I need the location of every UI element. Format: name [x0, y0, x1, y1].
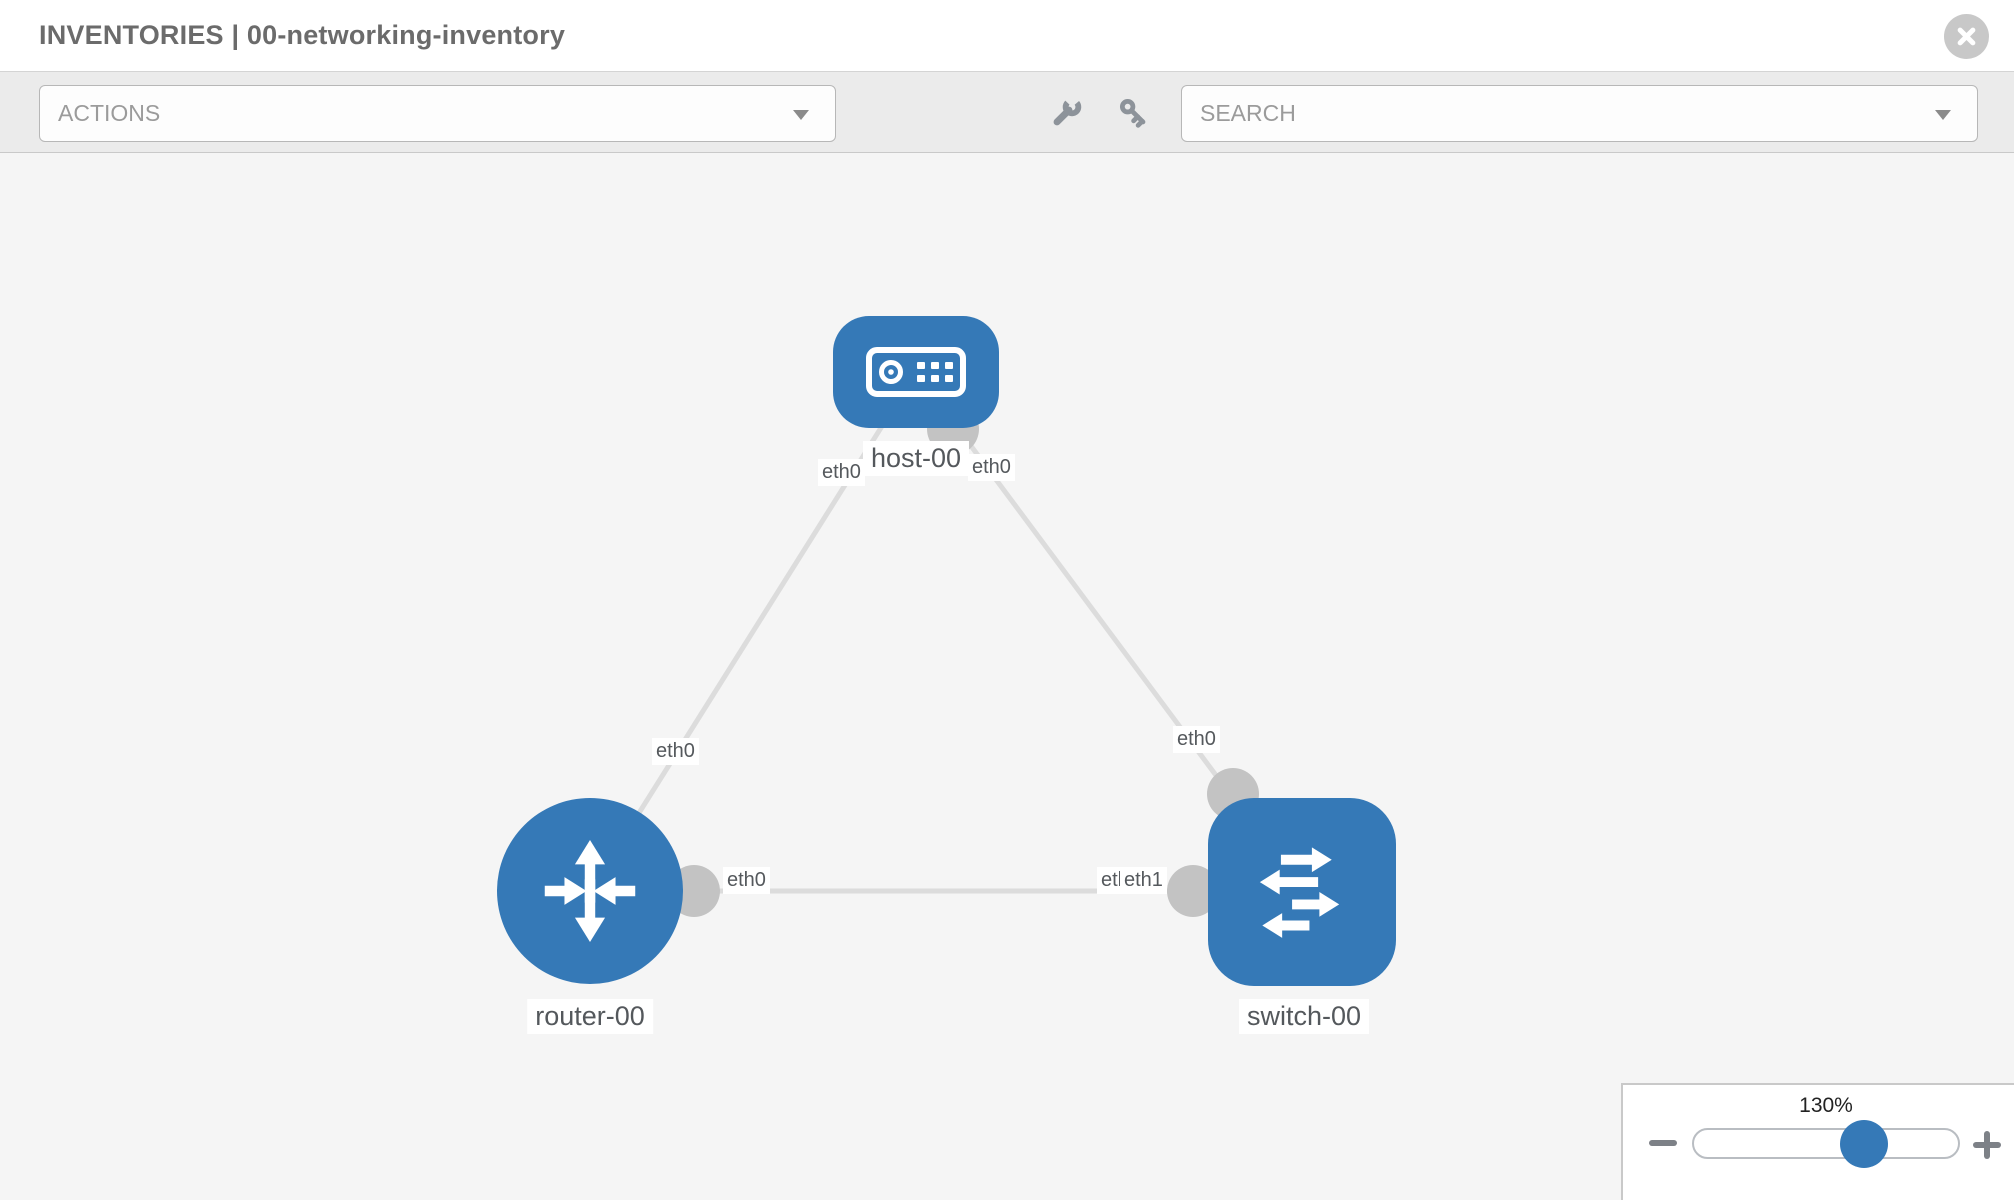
topology-canvas[interactable]: host-00 router-00 switch-00 eth0 eth0 et…: [0, 153, 2014, 1200]
router-arrows-icon: [544, 839, 636, 943]
server-icon: [866, 347, 966, 397]
breadcrumb-header: INVENTORIES | 00-networking-inventory: [0, 0, 2014, 72]
interface-label: eth0: [968, 454, 1015, 481]
zoom-slider-track[interactable]: [1692, 1128, 1960, 1159]
zoom-level-value: 130%: [1799, 1094, 1853, 1117]
page-title: INVENTORIES | 00-networking-inventory: [39, 20, 566, 50]
credentials-button[interactable]: [1116, 95, 1152, 131]
switch-arrows-icon: [1259, 847, 1340, 938]
chevron-down-icon: [1935, 110, 1951, 120]
toolbar: ACTIONS SEARCH: [0, 72, 2014, 153]
close-button[interactable]: [1944, 14, 1989, 59]
zoom-panel: 130%: [1621, 1083, 2014, 1200]
interface-label: eth0: [723, 867, 770, 894]
node-label-switch: switch-00: [1238, 999, 1370, 1034]
tools-button[interactable]: [1048, 95, 1084, 131]
actions-dropdown-label: ACTIONS: [58, 100, 161, 126]
interface-label: eth0: [652, 738, 699, 765]
key-icon: [1119, 98, 1146, 128]
zoom-out-button[interactable]: [1649, 1131, 1679, 1155]
minus-icon: [1649, 1140, 1677, 1146]
node-host-00[interactable]: [833, 316, 999, 428]
interface-label: eth0: [818, 459, 865, 486]
interface-dot[interactable]: [1167, 865, 1219, 917]
interface-label: eth0: [1173, 726, 1220, 753]
node-switch-00[interactable]: [1208, 798, 1396, 986]
zoom-slider-handle[interactable]: [1840, 1120, 1888, 1168]
wrench-icon: [1053, 97, 1082, 126]
search-placeholder: SEARCH: [1200, 100, 1296, 126]
interface-label: eth1: [1120, 867, 1167, 894]
node-router-00[interactable]: [497, 798, 683, 984]
links-layer: [587, 370, 1305, 917]
zoom-in-button[interactable]: [1973, 1131, 2003, 1159]
link-host-router: [587, 370, 919, 893]
actions-dropdown[interactable]: ACTIONS: [39, 85, 836, 142]
search-dropdown[interactable]: SEARCH: [1181, 85, 1978, 142]
node-label-router: router-00: [527, 999, 653, 1034]
node-label-host: host-00: [862, 441, 970, 476]
chevron-down-icon: [793, 110, 809, 120]
plus-icon: [1984, 1131, 1990, 1159]
